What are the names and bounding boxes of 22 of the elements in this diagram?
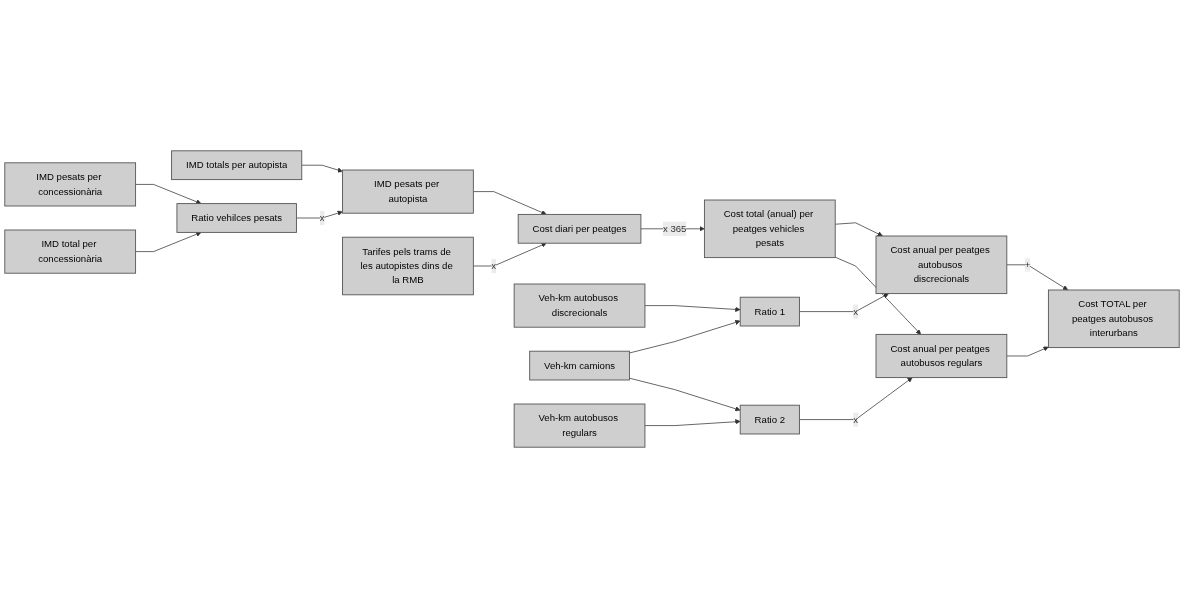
node-box: IMD total per concessionària: [4, 229, 137, 274]
node-box: Veh-km autobusos discrecionals: [513, 283, 646, 328]
node-box: Ratio 1: [739, 296, 800, 327]
edge-label: +: [1024, 259, 1031, 270]
edge-label: x: [319, 212, 325, 223]
node-box: IMD pesats per autopista: [342, 169, 474, 214]
node-box: Cost diari per peatges: [517, 213, 642, 244]
edge-label: x: [853, 414, 859, 425]
node-box: Cost total (anual) per peatges vehicles pesats: [703, 199, 836, 259]
node-box: Veh-km camions: [529, 350, 630, 381]
node-box: Cost TOTAL per peatges autobusos interurbans: [1047, 289, 1180, 349]
node-box: Cost anual per peatges autobusos regulars: [875, 333, 1008, 379]
node-box: Ratio vehilces pesats: [176, 203, 297, 233]
node-box: Cost anual per peatges autobusos discrecionals: [875, 235, 1008, 295]
node-box: IMD pesats per concessionària: [4, 162, 137, 207]
edge-label: x: [491, 260, 497, 271]
node-box: Tarifes pels trams de les autopistes dins de la RMB: [342, 236, 474, 296]
node-box: IMD totals per autopista: [171, 150, 303, 181]
node-box: Veh-km autobusos regulars: [513, 403, 646, 448]
edge-label: x: [853, 306, 859, 317]
edge-label: x 365: [662, 223, 687, 234]
node-box: Ratio 2: [739, 404, 800, 435]
